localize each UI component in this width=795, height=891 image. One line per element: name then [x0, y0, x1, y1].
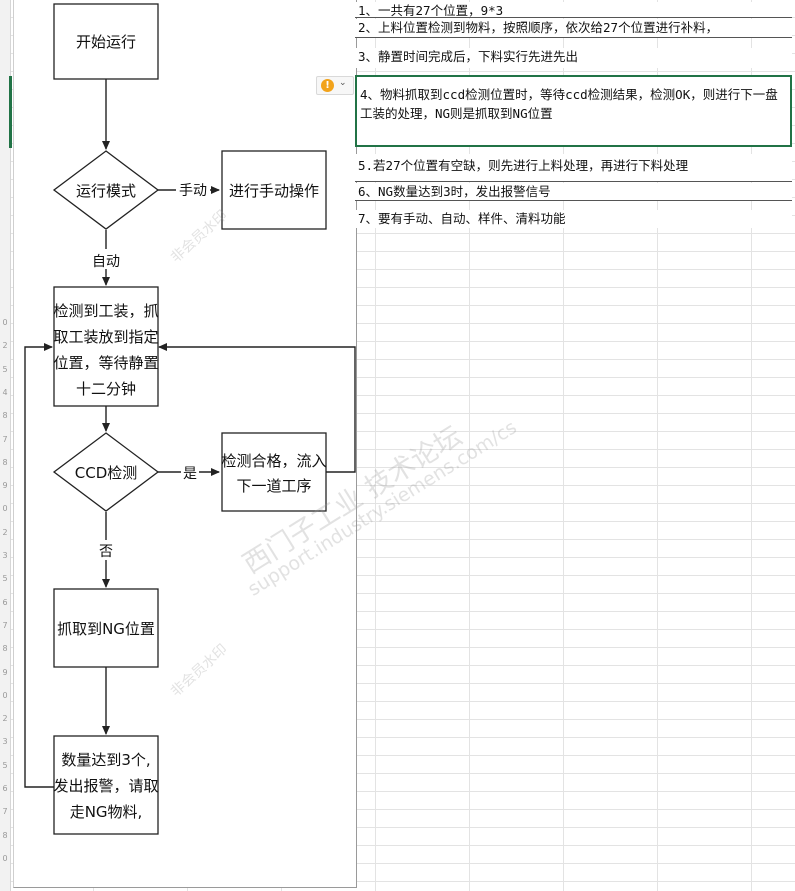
detect-step-line-4: 十二分钟 — [76, 380, 136, 398]
row-number: 9 — [2, 667, 8, 677]
requirements-notes: 1、一共有27个位置，9*3 2、上料位置检测到物料，按照顺序，依次给27个位置… — [355, 0, 795, 230]
note-cell-5[interactable]: 5.若27个位置有空缺，则先进行上料处理，再进行下料处理 — [355, 154, 792, 182]
row-number: 5 — [2, 760, 8, 770]
mode-decision-diamond — [52, 150, 160, 230]
manual-edge-label: 手动 — [179, 183, 207, 199]
detect-step-line-1: 检测到工装，抓 — [53, 302, 158, 320]
no-edge-label: 否 — [99, 544, 113, 560]
row-header-strip — [0, 0, 11, 891]
row-number: 2 — [2, 714, 8, 724]
no-edge-label-bg — [96, 540, 116, 560]
ng-alarm-line-2: 发出报警，请取 — [53, 777, 158, 795]
row-number: 7 — [2, 434, 8, 444]
row-number: 3 — [2, 737, 8, 747]
auto-edge-label: 自动 — [92, 254, 120, 270]
detect-step-box — [53, 286, 159, 407]
row-number-column: 0 2 5 4 8 7 8 9 0 2 3 5 6 7 8 9 0 2 3 5 6 7 8 0 — [0, 0, 10, 891]
mode-decision-label: 运行模式 — [76, 182, 136, 200]
pass-step-line-2: 下一道工序 — [236, 477, 311, 495]
row-number: 0 — [2, 853, 8, 863]
pass-step-box — [221, 432, 327, 512]
arrow-pass-loop — [158, 343, 356, 473]
note-cell-4-selected[interactable]: 4、物料抓取到ccd检测位置时，等待ccd检测结果，检测OK，则进行下一盘工装的… — [355, 75, 792, 147]
ng-alarm-line-1: 数量达到3个, — [61, 751, 150, 769]
row-number: 7 — [2, 620, 8, 630]
auto-edge-label-bg — [88, 249, 124, 269]
ccd-decision-diamond — [52, 432, 160, 512]
arrow-alarm-loop — [24, 343, 54, 788]
error-check-button[interactable]: ! ⌄ — [316, 76, 354, 95]
row-number: 7 — [2, 807, 8, 817]
start-label: 开始运行 — [76, 33, 136, 51]
note-cell-6[interactable]: 6、NG数量达到3时，发出报警信号 — [355, 183, 792, 201]
row-number: 5 — [2, 574, 8, 584]
row-number: 5 — [2, 364, 8, 374]
row-number: 2 — [2, 341, 8, 351]
ng-alarm-line-3: 走NG物料, — [70, 803, 143, 821]
ccd-decision-label: CCD检测 — [75, 464, 138, 482]
yes-edge-label: 是 — [183, 466, 197, 482]
ng-grab-box — [53, 588, 159, 668]
note-cell-2[interactable]: 2、上料位置检测到物料，按照顺序，依次给27个位置进行补料， — [355, 19, 792, 38]
chevron-down-icon: ⌄ — [339, 78, 347, 88]
row-number: 8 — [2, 830, 8, 840]
row-number: 2 — [2, 527, 8, 537]
yes-edge-label-bg — [181, 462, 199, 482]
row-number: 8 — [2, 411, 8, 421]
pass-step-line-1: 检测合格，流入 — [221, 452, 326, 470]
note-cell-1[interactable]: 1、一共有27个位置，9*3 — [355, 2, 792, 18]
start-box — [53, 3, 159, 80]
row-number: 0 — [2, 318, 8, 327]
row-number: 4 — [2, 387, 8, 397]
manual-op-label: 进行手动操作 — [229, 182, 319, 200]
row-number: 0 — [2, 504, 8, 514]
ng-grab-label: 抓取到NG位置 — [57, 620, 155, 638]
note-cell-7[interactable]: 7、要有手动、自动、样件、清料功能 — [355, 210, 792, 228]
row-number: 0 — [2, 690, 8, 700]
detect-step-line-2: 取工装放到指定 — [53, 328, 158, 346]
row-number: 6 — [2, 597, 8, 607]
row-number: 3 — [2, 551, 8, 560]
ng-alarm-box — [53, 735, 159, 835]
row-number: 8 — [2, 457, 8, 467]
row-number: 9 — [2, 481, 8, 491]
manual-op-box — [221, 150, 327, 230]
exclamation-circle-icon: ! — [321, 79, 334, 92]
row-number: 6 — [2, 784, 8, 793]
manual-edge-label-bg — [176, 180, 210, 198]
detect-step-line-3: 位置，等待静置 — [53, 354, 158, 372]
row-number: 8 — [2, 644, 8, 654]
note-cell-3[interactable]: 3、静置时间完成后，下料实行先进先出 — [355, 48, 792, 68]
row-selection-marker — [9, 76, 12, 148]
